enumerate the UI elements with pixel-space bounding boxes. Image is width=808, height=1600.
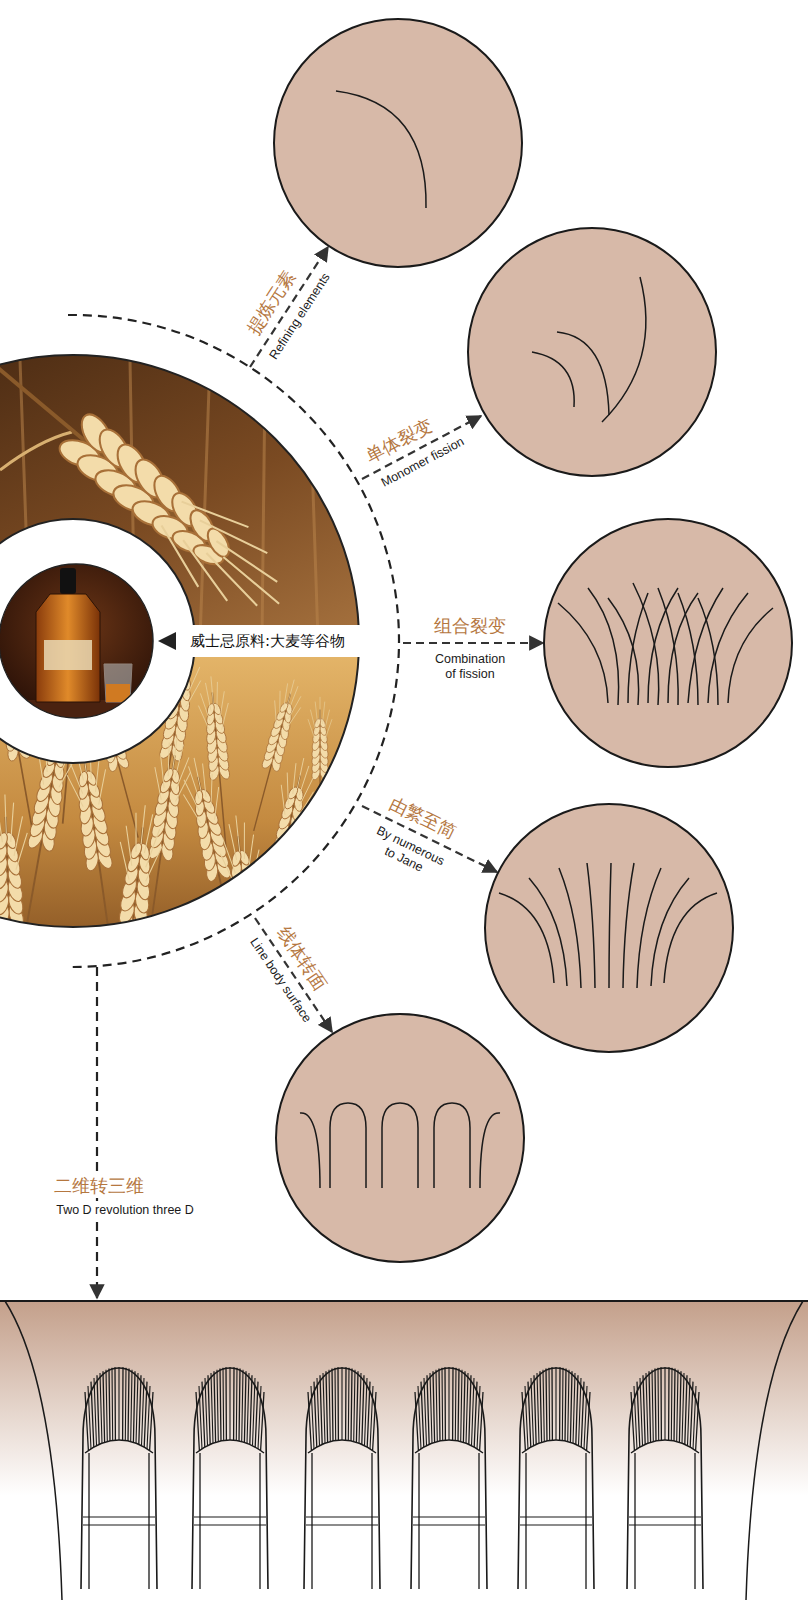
whisky-photo [0,560,170,730]
node-text: 威士忌原料:大麦等谷物 [190,632,345,651]
flare-curves [5,1301,803,1600]
line-sketches [300,91,773,1188]
chair-row [81,1367,703,1589]
step-subtitle: Two D revolution three D [53,1202,197,1219]
wheat-photo [0,283,380,1050]
step-title: 二维转三维 [51,1174,147,1198]
source-label-box: 威士忌原料:大麦等谷物 [182,627,353,656]
pointer-arrow [158,632,176,650]
label-band [150,625,362,657]
step-subtitle: Combination of fission [430,652,510,682]
floor-ground [0,1302,808,1600]
step-title: 组合裂变 [434,615,506,637]
top-line [0,1300,808,1302]
white-ring [0,519,195,763]
